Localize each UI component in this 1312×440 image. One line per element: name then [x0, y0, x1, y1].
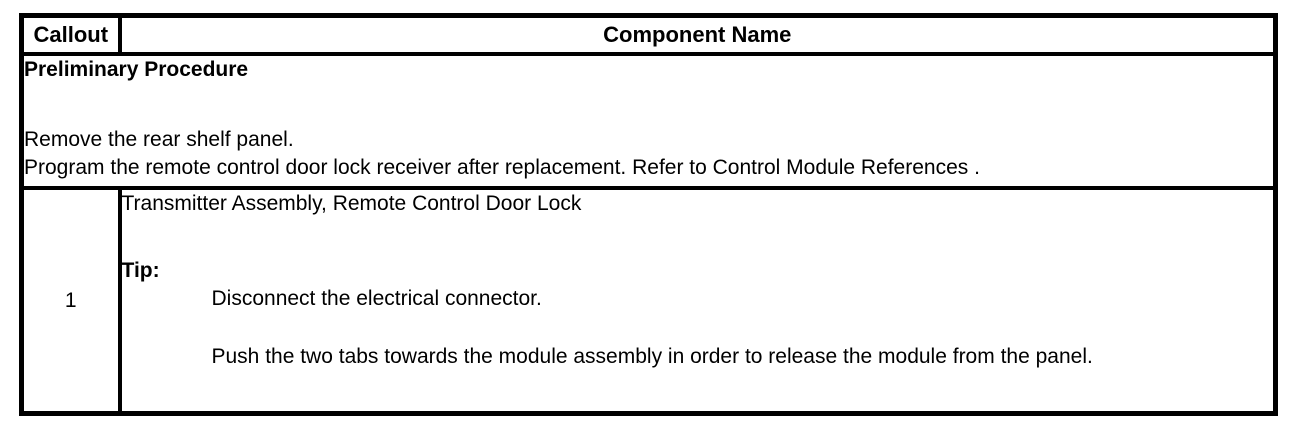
component-description-cell: Transmitter Assembly, Remote Control Doo… — [117, 186, 1278, 416]
preliminary-procedure-cell: Preliminary Procedure Remove the rear sh… — [19, 52, 1278, 190]
tip-step-push-tabs: Push the two tabs towards the module ass… — [211, 345, 1093, 368]
tip-step-disconnect-connector: Disconnect the electrical connector. — [211, 287, 542, 310]
component-name-text: Transmitter Assembly, Remote Control Doo… — [121, 192, 582, 215]
callout-component-table: Callout Component Name Preliminary Proce… — [19, 13, 1278, 416]
tip-label: Tip: — [121, 259, 160, 282]
table-header-row: Callout Component Name — [19, 13, 1278, 56]
preliminary-step-remove-shelf: Remove the rear shelf panel. — [24, 128, 294, 151]
preliminary-procedure-title: Preliminary Procedure — [24, 58, 249, 81]
component-row-1: 1 Transmitter Assembly, Remote Control D… — [19, 186, 1278, 416]
preliminary-step-program-receiver: Program the remote control door lock rec… — [24, 156, 980, 179]
component-name-column-header: Component Name — [117, 13, 1278, 56]
callout-number-cell: 1 — [19, 186, 122, 416]
callout-column-header: Callout — [19, 13, 122, 56]
preliminary-procedure-row: Preliminary Procedure Remove the rear sh… — [19, 52, 1278, 190]
